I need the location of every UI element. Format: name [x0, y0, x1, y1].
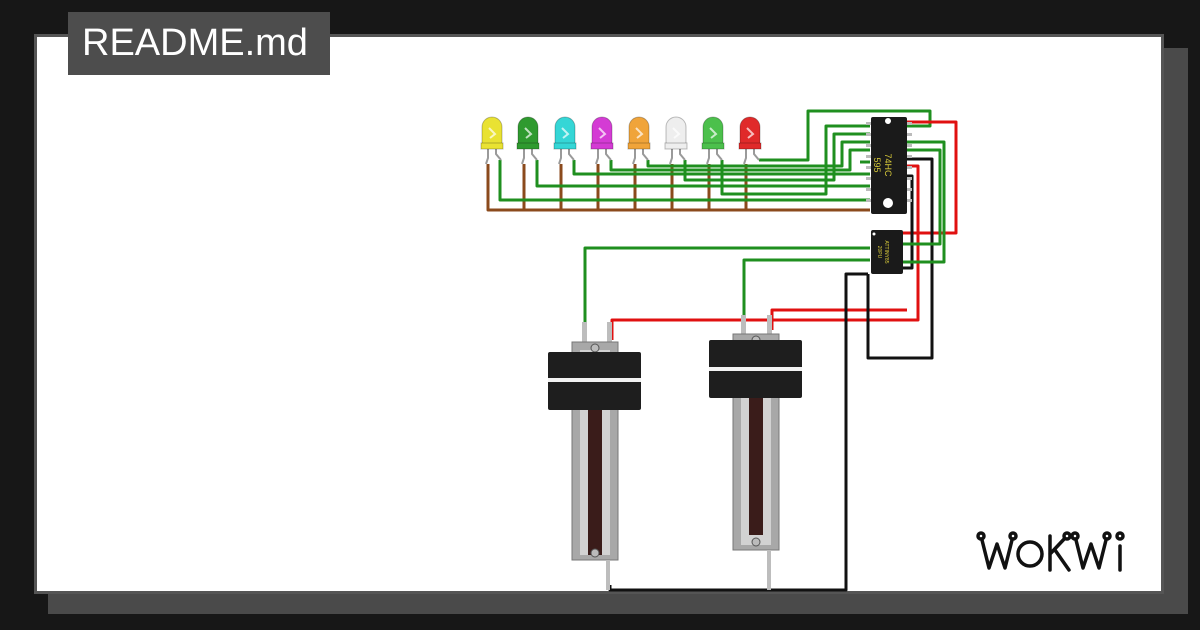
chip-pin	[866, 144, 871, 147]
led-magenta[interactable]	[590, 116, 614, 165]
led-cyan[interactable]	[553, 116, 577, 165]
led-orange[interactable]	[627, 116, 651, 165]
green-wire[interactable]	[609, 148, 870, 172]
slide-pot-right[interactable]	[709, 315, 802, 590]
green-wire[interactable]	[903, 148, 942, 246]
led-red[interactable]	[738, 116, 762, 165]
chip-pin	[866, 133, 871, 136]
chip-pin	[907, 133, 912, 136]
chip-pin	[907, 122, 912, 125]
green-wire[interactable]	[742, 258, 870, 315]
chip-pin	[866, 166, 871, 169]
black-wire[interactable]	[903, 174, 914, 270]
shift-register-chip[interactable]: 74HC 595	[871, 117, 907, 214]
black-wire[interactable]	[866, 157, 934, 360]
red-wire[interactable]	[903, 120, 958, 235]
chip-pin	[866, 177, 871, 180]
chip-pin	[866, 188, 871, 191]
chip-pin	[866, 199, 871, 202]
chip-pin	[866, 122, 871, 125]
green-wire[interactable]	[720, 124, 870, 196]
green-wire[interactable]	[572, 160, 870, 176]
file-name-tab[interactable]: README.md	[68, 12, 330, 75]
green-wire[interactable]	[583, 246, 870, 322]
green-wire[interactable]	[903, 140, 946, 264]
led-green[interactable]	[701, 116, 725, 165]
shift-register-label-1: 74HC	[883, 153, 893, 177]
green-wire[interactable]	[646, 140, 870, 168]
attiny85-chip[interactable]: ATTINY85 20PU	[871, 230, 903, 274]
chip-pin	[907, 144, 912, 147]
shift-register-label-2: 595	[872, 157, 882, 172]
led-white[interactable]	[664, 116, 688, 165]
wokwi-logo	[976, 531, 1125, 572]
chip-pin	[866, 155, 871, 158]
mcu-label-1: ATTINY85	[883, 241, 889, 264]
chip-pin	[907, 155, 912, 158]
green-wire[interactable]	[498, 160, 870, 202]
green-wire[interactable]	[535, 160, 870, 188]
chip-pin	[907, 199, 912, 202]
led-green-dark[interactable]	[516, 116, 540, 165]
brown-wire[interactable]	[486, 164, 870, 212]
chip-pin	[907, 177, 912, 180]
green-wire[interactable]	[683, 132, 870, 182]
chip-pin	[907, 188, 912, 191]
led-yellow[interactable]	[480, 116, 504, 165]
mcu-label-2: 20PU	[876, 246, 882, 259]
chip-pin	[907, 166, 912, 169]
green-wire[interactable]	[759, 109, 932, 162]
slide-pot-left[interactable]	[548, 322, 641, 590]
led-row	[480, 116, 762, 165]
